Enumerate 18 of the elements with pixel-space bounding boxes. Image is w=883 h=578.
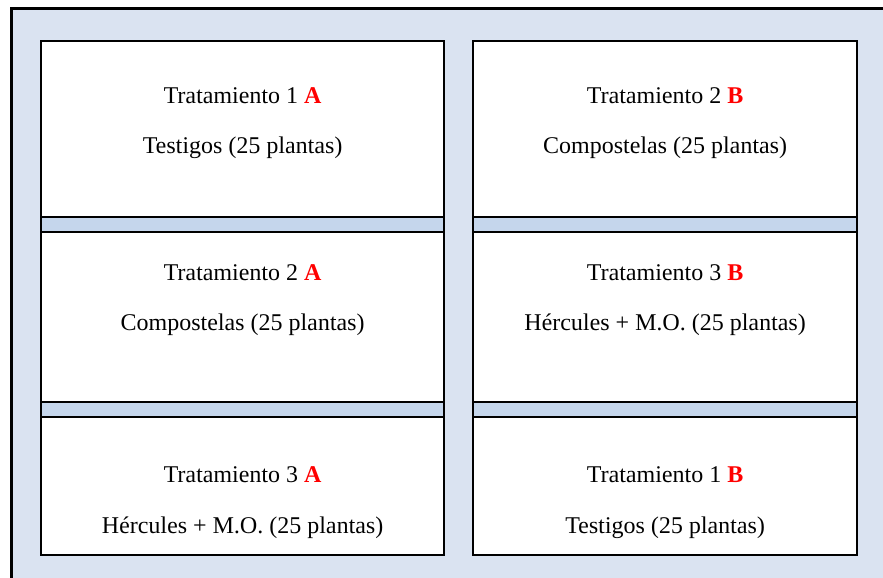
treatment-heading: Tratamiento 3 B xyxy=(586,260,744,286)
treatment-box xyxy=(40,40,445,218)
treatment-description: Hércules + M.O. (25 plantas) xyxy=(524,310,806,336)
treatment-description: Compostelas (25 plantas) xyxy=(120,310,364,336)
treatment-box xyxy=(472,231,858,403)
treatment-heading: Tratamiento 1 B xyxy=(586,462,744,488)
treatment-description: Compostelas (25 plantas) xyxy=(543,133,787,159)
treatment-heading: Tratamiento 3 A xyxy=(164,462,322,488)
treatment-box xyxy=(40,416,445,556)
treatment-box xyxy=(472,40,858,218)
treatment-heading: Tratamiento 1 A xyxy=(164,83,322,109)
treatment-description: Testigos (25 plantas) xyxy=(142,133,342,159)
treatment-box xyxy=(40,231,445,403)
treatment-box xyxy=(472,416,858,556)
treatment-description: Hércules + M.O. (25 plantas) xyxy=(102,513,384,539)
treatment-heading: Tratamiento 2 A xyxy=(164,260,322,286)
treatment-description: Testigos (25 plantas) xyxy=(565,513,765,539)
treatment-heading: Tratamiento 2 B xyxy=(586,83,744,109)
